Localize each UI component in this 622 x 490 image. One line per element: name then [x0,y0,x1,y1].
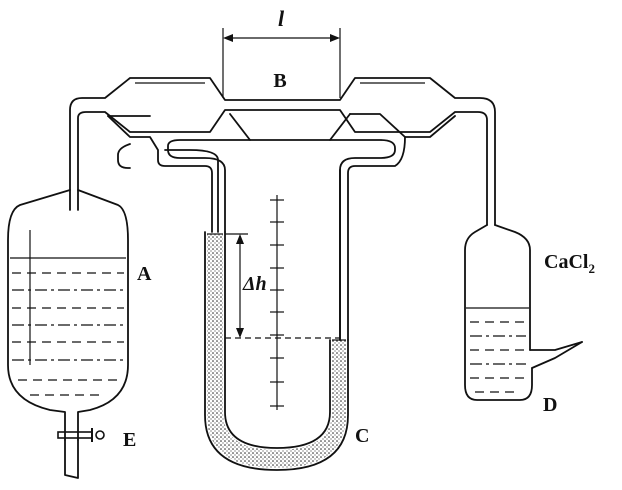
label-length: l [278,6,285,31]
length-dimension [222,28,341,98]
label-delta-h: Δh [242,273,267,295]
label-d: D [543,394,557,416]
stopcock-e [57,428,105,442]
label-b: B [273,70,286,92]
label-a: A [137,263,152,285]
liquid-c [207,234,346,468]
label-c: C [355,425,369,447]
tube-to-c [107,113,456,341]
vessel-a [7,189,129,479]
label-e: E [123,429,136,451]
vessel-d [464,224,583,401]
label-cacl2-main: CaCl [544,251,589,273]
label-cacl2-sub: 2 [588,261,595,276]
label-cacl2: CaCl2 [544,251,595,276]
tube-b [69,77,496,226]
u-tube-c [204,169,349,471]
